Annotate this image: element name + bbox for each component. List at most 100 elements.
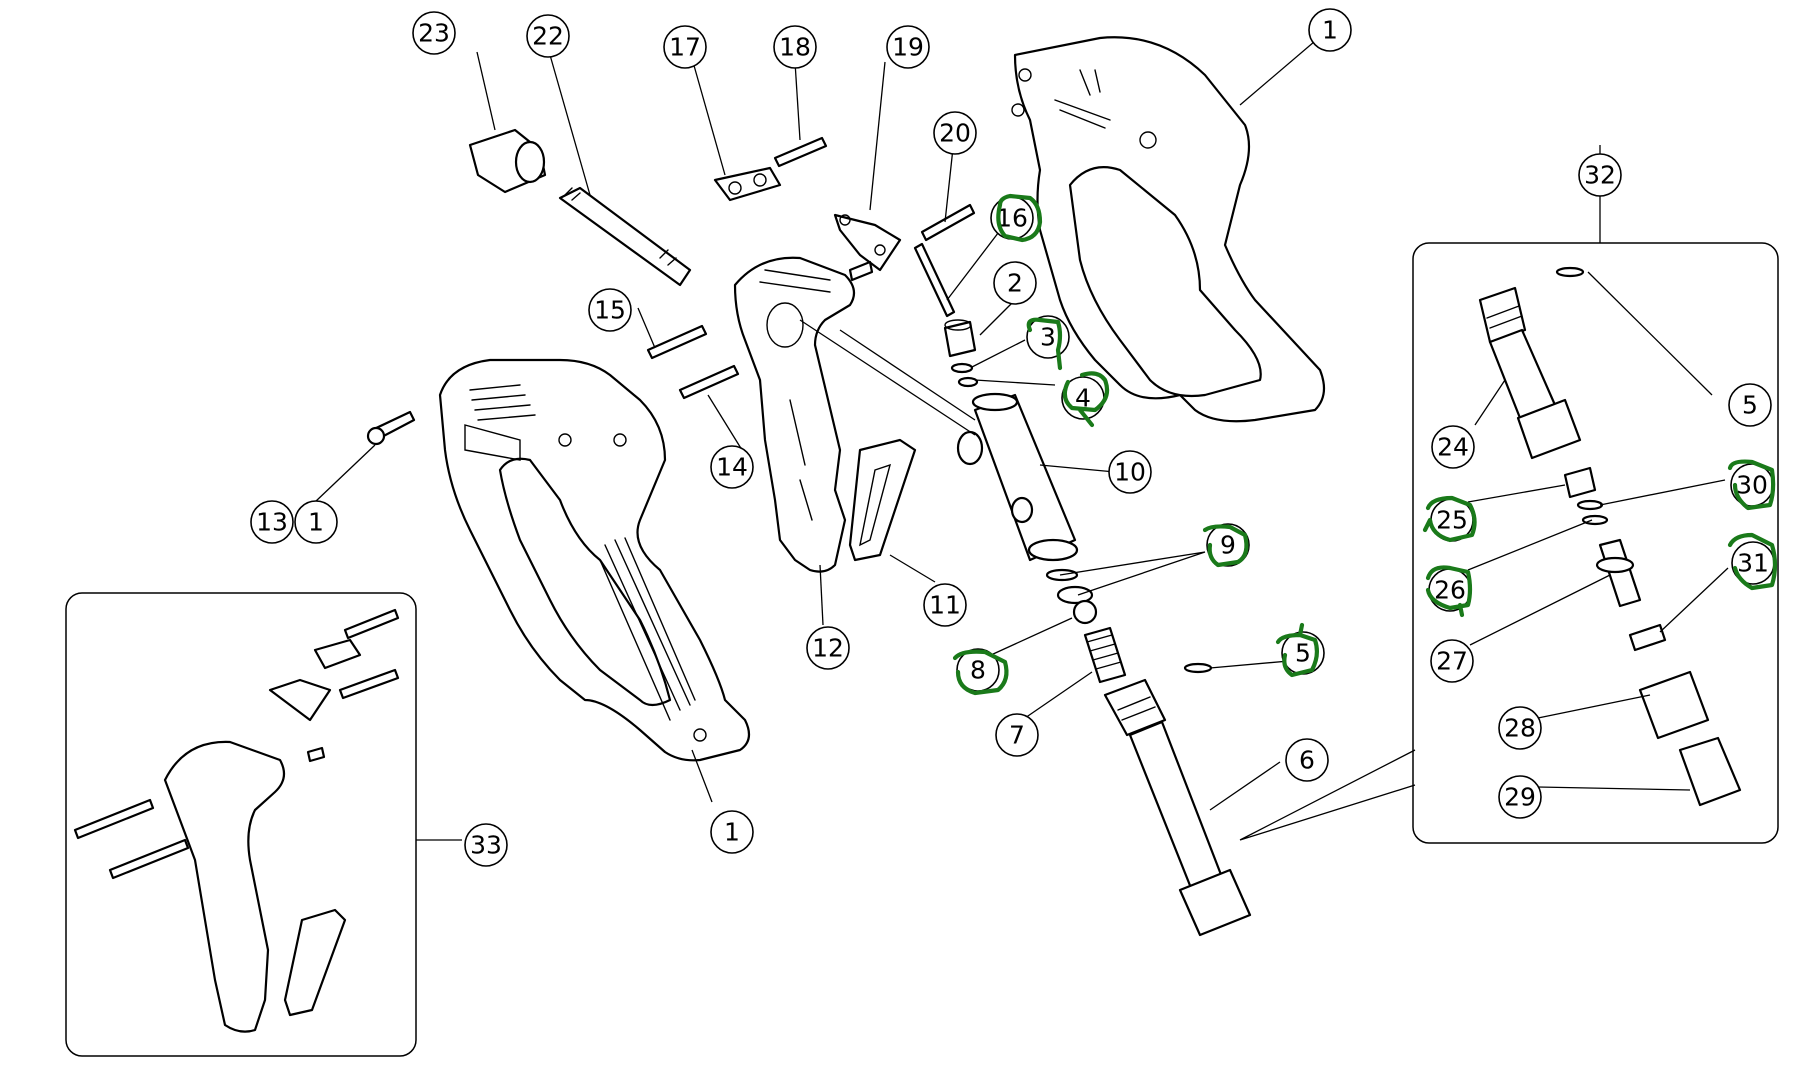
- pin-16: [913, 242, 956, 318]
- extension-6: [1103, 678, 1252, 937]
- svg-text:26: 26: [1434, 576, 1466, 605]
- detail-box-33: [65, 592, 417, 1057]
- callout-13: 13: [250, 500, 294, 544]
- svg-text:23: 23: [418, 19, 450, 48]
- svg-text:5: 5: [1742, 391, 1758, 420]
- leader-lines: [314, 29, 1729, 841]
- svg-text:22: 22: [532, 22, 564, 51]
- guard-11: [848, 438, 917, 562]
- seal-9b: [1056, 585, 1094, 605]
- tube-22: [558, 186, 692, 287]
- callout-12: 12: [806, 626, 850, 670]
- svg-text:29: 29: [1504, 783, 1536, 812]
- oring-3: [950, 362, 974, 374]
- svg-text:33: 33: [470, 831, 502, 860]
- oring-5: [1183, 662, 1213, 674]
- svg-text:24: 24: [1437, 433, 1469, 462]
- detail-leader-32: [1239, 749, 1416, 841]
- oring-26: [1581, 514, 1609, 526]
- adapter-24: [1478, 286, 1582, 460]
- callout-28: 28: [1498, 706, 1542, 750]
- callout-7: 7: [995, 713, 1039, 757]
- callout-22: 22: [526, 14, 570, 58]
- callout-20: 20: [933, 111, 977, 155]
- spring-7: [1083, 626, 1127, 684]
- callout-14: 14: [710, 445, 754, 489]
- trigger-lever-12: [733, 256, 856, 573]
- svg-text:9: 9: [1220, 531, 1236, 560]
- callout-18: 18: [773, 25, 817, 69]
- callout-19: 19: [886, 25, 930, 69]
- callout-23: 23: [412, 11, 456, 55]
- svg-text:6: 6: [1299, 746, 1315, 775]
- callout-17: 17: [663, 25, 707, 69]
- lever-kit-33: [73, 608, 400, 1033]
- svg-text:10: 10: [1114, 458, 1146, 487]
- svg-text:17: 17: [669, 33, 701, 62]
- bush-25: [1563, 466, 1597, 499]
- callout-30: 30: [1730, 463, 1774, 507]
- valve-2: [943, 319, 977, 358]
- handle-left-half: [438, 358, 751, 762]
- link-19: [833, 213, 902, 272]
- svg-text:3: 3: [1040, 323, 1056, 352]
- svg-text:1: 1: [1322, 16, 1338, 45]
- detail-box-32: [1412, 242, 1779, 844]
- svg-text:12: 12: [812, 634, 844, 663]
- callout-1-top: 1: [1308, 8, 1352, 52]
- callout-9: 9: [1206, 523, 1250, 567]
- callout-31: 31: [1731, 541, 1775, 585]
- svg-text:30: 30: [1736, 471, 1768, 500]
- oring-4: [957, 376, 979, 388]
- callout-1-left: 1: [294, 500, 338, 544]
- callout-29: 29: [1498, 775, 1542, 819]
- svg-text:27: 27: [1436, 647, 1468, 676]
- svg-text:28: 28: [1504, 714, 1536, 743]
- pin-15: [646, 324, 708, 360]
- callout-6: 6: [1285, 738, 1329, 782]
- coupling-28: [1638, 670, 1710, 740]
- callout-27: 27: [1430, 639, 1474, 683]
- callout-5-detail: 5: [1728, 383, 1772, 427]
- ball-8: [1072, 599, 1098, 625]
- callout-2: 2: [993, 261, 1037, 305]
- screw-13: [366, 410, 416, 446]
- svg-text:25: 25: [1436, 506, 1468, 535]
- svg-text:20: 20: [939, 119, 971, 148]
- callout-1-bottom: 1: [710, 810, 754, 854]
- bracket-17: [713, 166, 782, 202]
- svg-text:5: 5: [1295, 639, 1311, 668]
- svg-text:1: 1: [308, 508, 324, 537]
- nipple-27: [1595, 538, 1642, 608]
- pin-14: [678, 364, 740, 400]
- callout-33: 33: [464, 823, 508, 867]
- callout-24: 24: [1431, 425, 1475, 469]
- ring-31: [1628, 623, 1667, 652]
- highlight-marks: [952, 193, 1778, 696]
- nut-29: [1678, 736, 1742, 807]
- nut-23: [468, 128, 547, 194]
- svg-text:31: 31: [1737, 549, 1769, 578]
- svg-text:8: 8: [970, 656, 986, 685]
- callout-10: 10: [1108, 450, 1152, 494]
- svg-text:19: 19: [892, 33, 924, 62]
- callout-11: 11: [923, 583, 967, 627]
- svg-text:15: 15: [594, 296, 626, 325]
- svg-text:14: 14: [716, 453, 748, 482]
- assembly-lines: [799, 319, 976, 436]
- svg-text:1: 1: [724, 818, 740, 847]
- svg-text:7: 7: [1009, 721, 1025, 750]
- svg-text:4: 4: [1075, 384, 1091, 413]
- oring-30: [1576, 499, 1604, 511]
- pin-21: [848, 260, 874, 282]
- svg-text:11: 11: [929, 591, 961, 620]
- oring-5-detail: [1555, 266, 1585, 278]
- pin-20: [920, 203, 976, 242]
- valve-body-10: [956, 392, 1079, 562]
- callout-32: 32: [1578, 153, 1622, 197]
- callout-8: 8: [956, 648, 1000, 692]
- svg-text:18: 18: [779, 33, 811, 62]
- pin-18: [773, 136, 828, 168]
